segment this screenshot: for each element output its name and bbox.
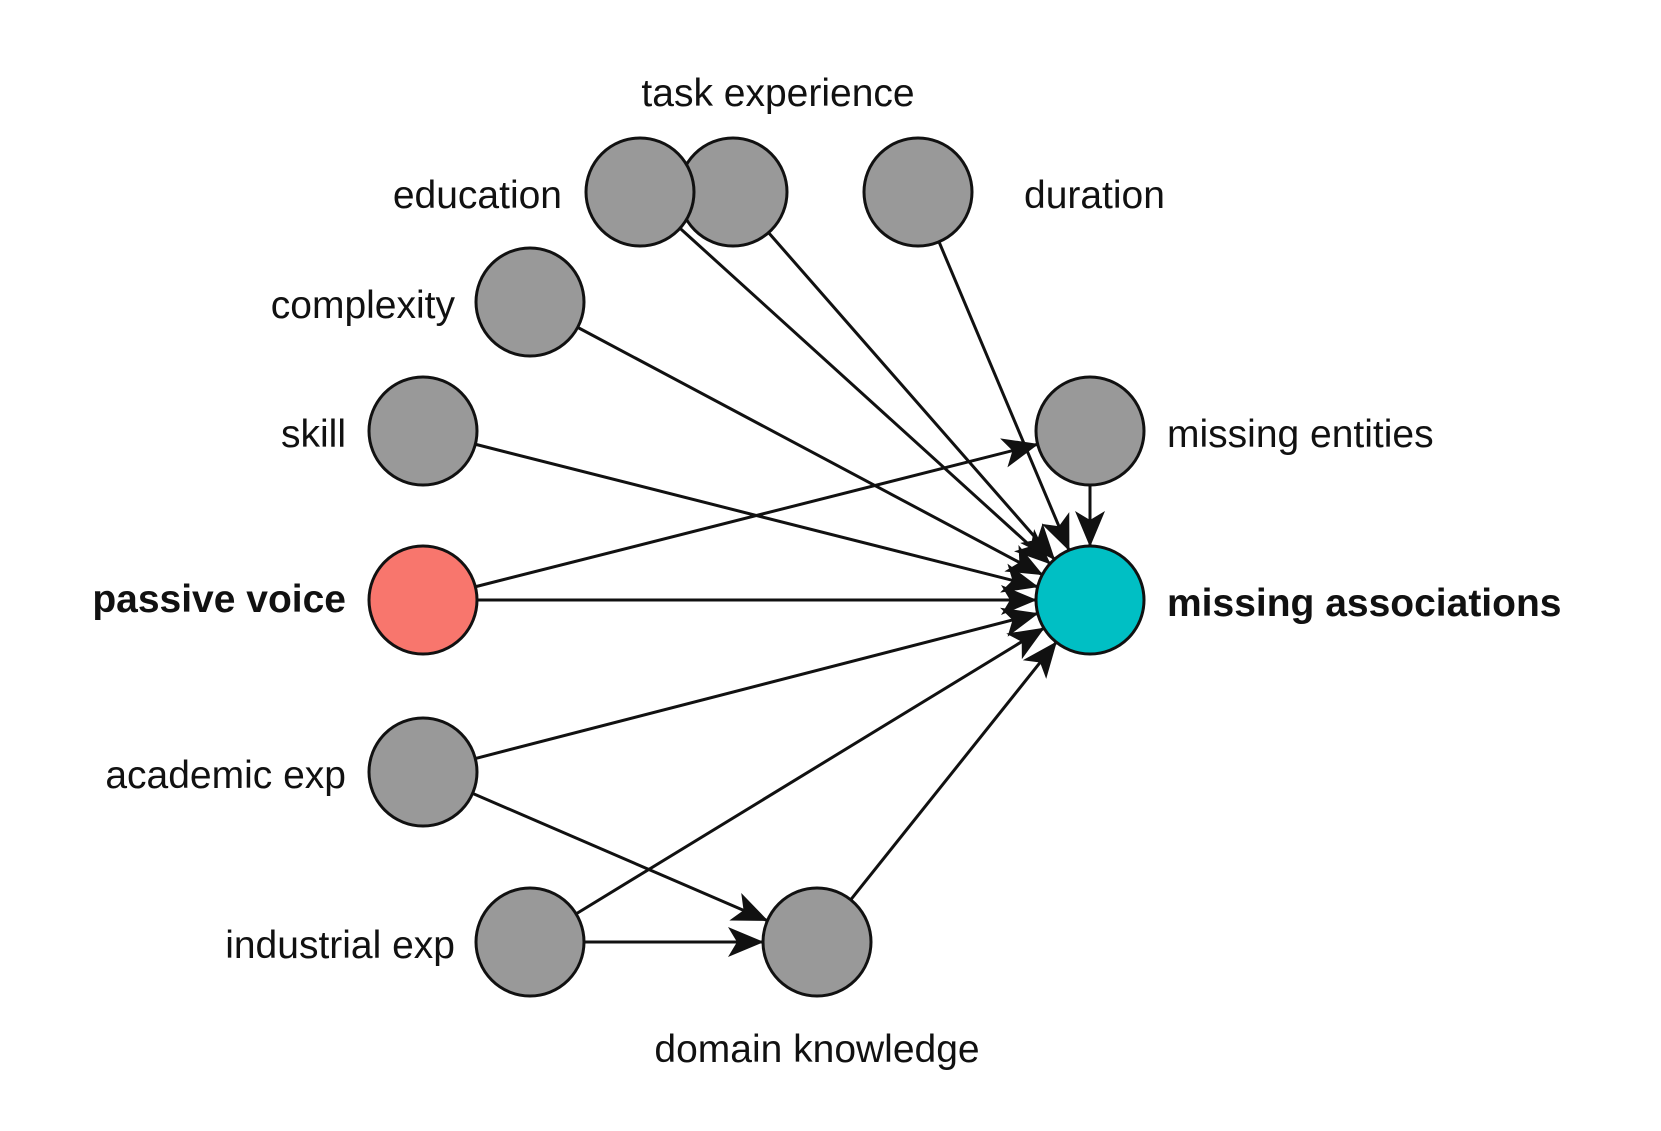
edge-task-experience-to-missing-associations — [767, 231, 1056, 561]
label-domain-knowledge: domain knowledge — [654, 1028, 979, 1071]
node-domain-knowledge — [761, 886, 873, 998]
label-task-experience: task experience — [641, 72, 914, 115]
label-missing-associations: missing associations — [1167, 582, 1561, 625]
node-passive-voice — [367, 544, 479, 656]
edge-passive-voice-to-missing-entities — [474, 438, 1039, 589]
node-industrial-exp — [474, 886, 586, 998]
node-academic-exp — [367, 716, 479, 828]
label-missing-entities: missing entities — [1167, 413, 1434, 456]
node-missing-associations — [1034, 544, 1146, 656]
node-complexity — [474, 246, 586, 358]
label-academic-exp: academic exp — [105, 754, 346, 797]
edges-layer — [471, 227, 1105, 957]
edge-duration-to-missing-associations — [937, 241, 1071, 552]
nodes-layer — [367, 136, 1146, 998]
label-education: education — [393, 174, 562, 217]
edge-academic-exp-to-domain-knowledge — [471, 792, 769, 922]
edge-academic-exp-to-missing-associations — [474, 607, 1039, 760]
labels-layer: task experience education duration compl… — [92, 72, 1561, 1071]
node-missing-entities — [1034, 375, 1146, 487]
edge-complexity-to-missing-associations — [576, 326, 1044, 576]
edge-domain-knowledge-to-missing-associations — [849, 641, 1057, 901]
label-passive-voice: passive voice — [92, 578, 346, 621]
node-duration — [862, 136, 974, 248]
edge-industrial-exp-to-missing-associations — [575, 627, 1045, 916]
label-duration: duration — [1024, 174, 1165, 217]
edge-education-to-missing-associations — [678, 227, 1051, 565]
node-education — [584, 136, 696, 248]
node-skill — [367, 375, 479, 487]
label-skill: skill — [281, 413, 346, 456]
label-complexity: complexity — [271, 284, 456, 327]
label-industrial-exp: industrial exp — [225, 924, 455, 967]
